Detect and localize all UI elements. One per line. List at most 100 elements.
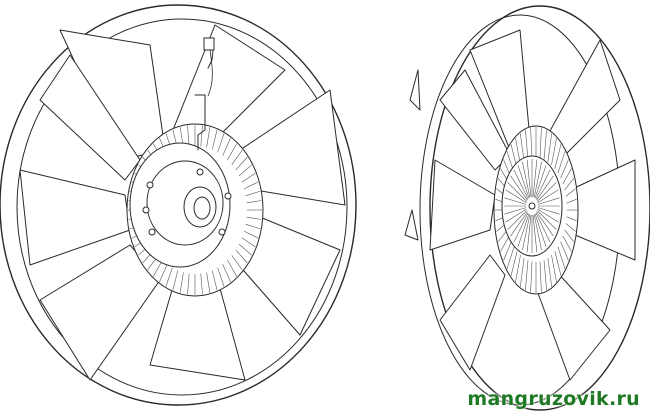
rear-blades [404, 29, 636, 381]
fin-line [227, 143, 238, 161]
fin-line [500, 235, 510, 252]
fin-line [231, 255, 243, 271]
fin-line [537, 197, 560, 205]
fin-line [562, 235, 572, 252]
fin-line [526, 214, 532, 253]
fin-line [565, 188, 576, 197]
fin-line [238, 164, 252, 177]
fin-line [235, 249, 248, 264]
fin-line [530, 261, 533, 293]
rear-fan-view [404, 5, 650, 411]
front-clutch-fins [128, 125, 262, 295]
fin-line [517, 213, 530, 247]
fin-line [535, 169, 551, 200]
fin-line [533, 214, 542, 251]
fin-line [520, 257, 525, 287]
fin-line [517, 165, 530, 199]
bolt-3 [148, 228, 156, 236]
fin-line [551, 254, 557, 282]
fin-line [537, 207, 560, 215]
fin-line [238, 243, 252, 256]
fin-line [507, 182, 528, 202]
fin-line [515, 254, 521, 282]
fin-line [539, 261, 542, 293]
fin-line [510, 211, 528, 237]
fin-line [525, 260, 529, 291]
fin-line [510, 251, 518, 276]
fin-line [506, 246, 515, 269]
fin-line [532, 159, 538, 198]
fin-line [560, 241, 569, 261]
fin-line [206, 272, 211, 293]
fin-line [530, 127, 533, 159]
watermark-text: mangruzovik.ru [467, 388, 640, 410]
fin-line [535, 212, 551, 243]
fin-line [537, 189, 559, 204]
fin-line [187, 125, 190, 147]
fin-line [227, 259, 238, 277]
fin-line [564, 229, 575, 242]
fin-line [536, 175, 554, 201]
rear-clutch-fins [495, 127, 577, 293]
fin-line [566, 198, 577, 204]
fin-line [179, 272, 184, 293]
fin-line [537, 208, 559, 223]
fin-line [557, 246, 566, 269]
fin-line [534, 213, 547, 247]
fin-line [504, 197, 527, 205]
fin-line [564, 178, 575, 191]
fin-line [211, 129, 218, 150]
rear-clutch-center [528, 202, 536, 210]
front-outer-ring-inner [16, 18, 348, 396]
fin-line [241, 237, 256, 248]
fin-line [159, 264, 168, 283]
fin-line [560, 159, 569, 179]
bolt-5 [224, 192, 232, 200]
front-blades [19, 24, 346, 381]
fin-line [222, 264, 231, 283]
rear-clutch-face-ribs [504, 159, 560, 253]
fin-line [187, 273, 190, 295]
fin-line [206, 127, 211, 148]
fin-line [504, 207, 527, 215]
fin-line [551, 138, 557, 166]
fin-line [562, 168, 572, 185]
fin-line [533, 161, 542, 198]
fin-line [243, 230, 259, 239]
fin-line [246, 200, 262, 204]
fin-line [536, 182, 557, 202]
fin-line [543, 129, 547, 160]
fin-line [503, 241, 512, 261]
fin-line [505, 189, 527, 204]
fin-line [539, 127, 542, 159]
fin-line [536, 210, 557, 230]
fin-line [241, 172, 256, 183]
fin-line [526, 159, 532, 198]
bolt-2 [142, 206, 150, 214]
bolt-1 [146, 181, 154, 189]
fin-line [547, 133, 552, 163]
fin-line [536, 211, 554, 237]
fin-line [547, 257, 552, 287]
fin-line [172, 270, 179, 291]
fin-line [565, 223, 576, 232]
fin-line [534, 165, 547, 199]
fin-line [522, 214, 531, 251]
fin-line [243, 181, 259, 190]
fin-line [520, 133, 525, 163]
fin-line [525, 129, 529, 160]
front-outer-ring [0, 4, 357, 406]
fin-line [507, 210, 528, 230]
fin-line [217, 133, 225, 153]
fin-line [557, 151, 566, 174]
sensor-bracket [194, 37, 215, 151]
fin-line [222, 137, 231, 156]
fin-line [235, 156, 248, 171]
bolt-4 [196, 168, 204, 176]
fin-line [522, 161, 531, 198]
fin-line [211, 270, 218, 291]
front-hub-bore [193, 196, 211, 220]
fin-line [513, 212, 529, 243]
rear-outer-ring [429, 5, 650, 411]
